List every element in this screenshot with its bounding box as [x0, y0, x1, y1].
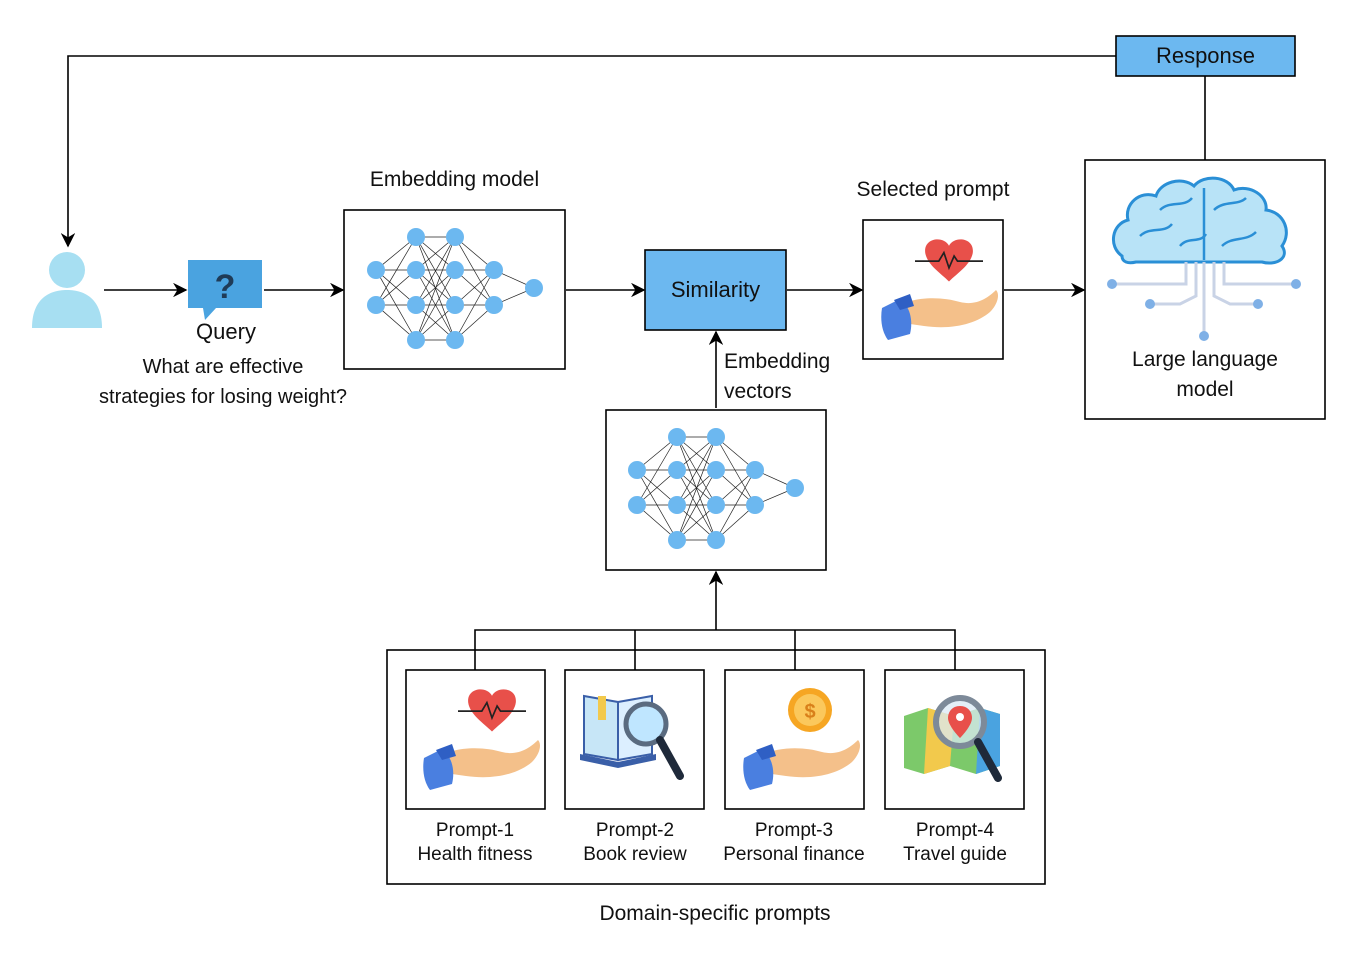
embedding-model-title: Embedding model [369, 168, 540, 191]
brain-icon [1107, 176, 1301, 341]
prompt-4-topic: Travel guide [903, 844, 1007, 865]
embedding-vectors-line1: Embedding [724, 350, 831, 373]
similarity-label: Similarity [670, 277, 761, 302]
similarity-box [644, 249, 787, 331]
svg-text:?: ? [215, 268, 236, 306]
response-box [1115, 35, 1296, 77]
question-bubble-icon: ? [188, 260, 262, 320]
prompt-1-id: Prompt-1 [435, 820, 515, 841]
domain-prompts-title: Domain-specific prompts [599, 902, 831, 925]
llm-label-line2: model [1176, 378, 1234, 401]
query-text-line2: strategies for losing weight? [99, 386, 347, 408]
svg-text:$: $ [804, 701, 815, 723]
embedding-vectors-line2: vectors [724, 380, 792, 403]
prompt-2-topic: Book review [583, 844, 687, 865]
selected-prompt-title: Selected prompt [856, 178, 1010, 201]
domain-prompts-container [386, 649, 1046, 885]
prompt-3-id: Prompt-3 [754, 820, 834, 841]
book-magnifier-icon [580, 694, 684, 780]
hand-coin-icon: $ [743, 688, 860, 790]
map-magnifier-icon [904, 695, 1002, 782]
query-title: Query [196, 319, 256, 344]
response-label: Response [1155, 43, 1256, 68]
prompt-3-topic: Personal finance [723, 844, 865, 865]
query-text-line1: What are effective [142, 356, 304, 378]
prompt-4-id: Prompt-4 [915, 820, 995, 841]
prompt-3-box [724, 669, 865, 810]
response-to-user-arrow [60, 55, 1116, 248]
llm-label-line1: Large language [1132, 348, 1278, 371]
prompt-1-topic: Health fitness [417, 844, 533, 865]
prompt-2-id: Prompt-2 [595, 820, 675, 841]
user-icon [32, 252, 102, 328]
